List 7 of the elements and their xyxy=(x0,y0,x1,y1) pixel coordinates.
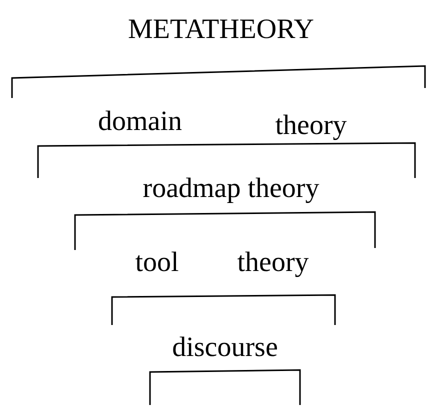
label: tool xyxy=(135,249,179,277)
label: roadmap theory xyxy=(142,175,320,203)
label: theory xyxy=(275,112,347,140)
label: theory xyxy=(237,249,309,277)
label: domain xyxy=(98,108,182,136)
title: METATHEORY xyxy=(128,16,314,44)
label: discourse xyxy=(172,334,278,362)
